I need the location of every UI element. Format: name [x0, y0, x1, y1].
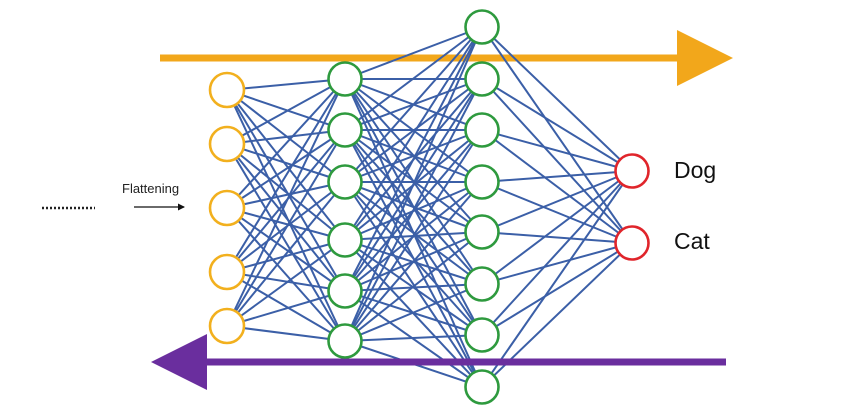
connection-line — [344, 231, 483, 342]
connection-line — [226, 89, 346, 131]
connection-line — [481, 170, 633, 233]
connection-line — [226, 271, 346, 292]
connection-line — [226, 89, 346, 292]
connection-line — [226, 181, 346, 327]
connection-line — [226, 181, 346, 209]
connection-line — [481, 242, 633, 285]
connection-line — [481, 242, 633, 336]
connection-line — [344, 129, 483, 342]
connection-line — [481, 170, 633, 183]
connection-line — [226, 129, 346, 327]
hidden-1-node — [327, 164, 363, 200]
connection-line — [344, 78, 483, 183]
connection-line — [344, 129, 483, 183]
connection-line — [344, 26, 483, 342]
connections — [226, 26, 633, 388]
connection-line — [344, 26, 483, 241]
connection-line — [344, 181, 483, 336]
connection-line — [344, 283, 483, 342]
connection-line — [226, 78, 346, 209]
connection-line — [226, 143, 346, 292]
connection-line — [344, 26, 483, 131]
hidden-2-node — [464, 266, 500, 302]
connection-line — [226, 129, 346, 145]
hidden-2-node — [464, 61, 500, 97]
connection-line — [226, 207, 346, 292]
connection-line — [226, 239, 346, 273]
hidden-2-node — [464, 9, 500, 45]
connection-line — [344, 181, 483, 233]
neurons — [208, 9, 650, 405]
hidden-1-node — [327, 323, 363, 359]
connection-line — [481, 170, 633, 285]
connection-line — [226, 129, 346, 209]
connection-line — [481, 181, 633, 244]
connection-line — [481, 170, 633, 336]
connection-line — [226, 143, 346, 342]
output-label-dog: Dog — [674, 157, 716, 183]
input-node — [208, 71, 246, 109]
hidden-2-node — [464, 369, 500, 405]
connection-line — [344, 26, 483, 183]
input-node — [208, 253, 246, 291]
hidden-1-node — [327, 112, 363, 148]
flattening-label: Flattening — [122, 181, 179, 196]
hidden-2-node — [464, 164, 500, 200]
output-node — [614, 225, 650, 261]
connection-line — [226, 207, 346, 342]
connection-line — [481, 78, 633, 172]
connection-line — [226, 89, 346, 342]
connection-line — [226, 143, 346, 183]
hidden-2-node — [464, 112, 500, 148]
connection-line — [481, 26, 633, 172]
output-node — [614, 153, 650, 189]
connection-line — [226, 89, 346, 241]
connection-line — [344, 26, 483, 80]
input-node — [208, 307, 246, 345]
hidden-2-node — [464, 317, 500, 353]
connection-line — [344, 181, 483, 388]
hidden-1-node — [327, 273, 363, 309]
connection-line — [226, 78, 346, 273]
output-label-cat: Cat — [674, 228, 710, 254]
connection-line — [344, 26, 483, 292]
input-node — [208, 125, 246, 163]
connection-line — [481, 231, 633, 244]
connection-line — [481, 170, 633, 388]
hidden-2-node — [464, 214, 500, 250]
connection-line — [481, 129, 633, 244]
connection-line — [226, 239, 346, 327]
connection-line — [344, 78, 483, 342]
connection-line — [226, 78, 346, 91]
connection-line — [481, 129, 633, 172]
connection-line — [226, 78, 346, 145]
connection-line — [344, 181, 483, 285]
connection-line — [344, 334, 483, 342]
connection-line — [226, 143, 346, 241]
hidden-1-node — [327, 61, 363, 97]
connection-line — [344, 181, 483, 342]
connection-line — [226, 78, 346, 327]
hidden-1-node — [327, 222, 363, 258]
connection-line — [226, 325, 346, 342]
connection-line — [226, 207, 346, 241]
input-node — [208, 189, 246, 227]
connection-line — [481, 78, 633, 244]
connection-line — [226, 290, 346, 327]
